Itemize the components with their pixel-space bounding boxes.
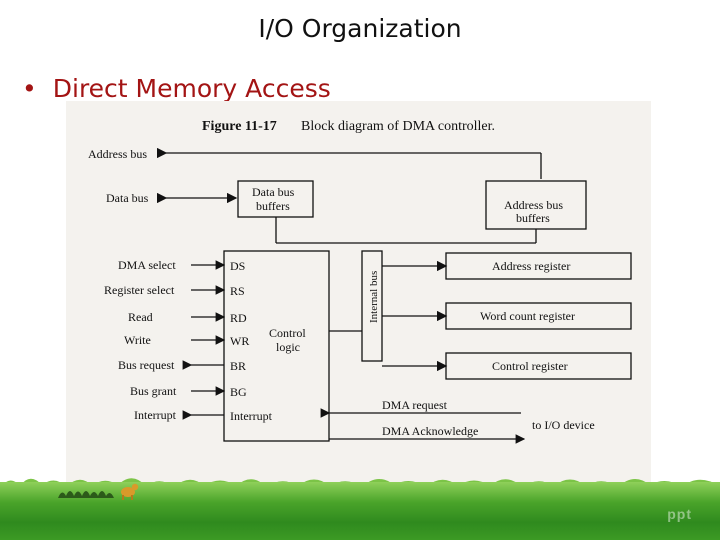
internal-bus-bar <box>361 250 383 362</box>
figure-caption-text: Block diagram of DMA controller. <box>301 119 495 134</box>
data-bus-buffers-label-2: buffers <box>256 199 290 213</box>
pin-interrupt: Interrupt <box>230 409 273 423</box>
pin-ds: DS <box>230 259 245 273</box>
signal-data-bus: Data bus <box>106 191 149 205</box>
signal-bus-grant: Bus grant <box>130 384 177 398</box>
to-io-device-label: to I/O device <box>532 418 595 432</box>
signal-dma-select: DMA select <box>118 258 176 272</box>
data-bus-buffers-label-1: Data bus <box>252 185 295 199</box>
internal-bus-label: Internal bus <box>368 271 380 323</box>
figure-caption-number: Figure 11-17 <box>202 119 277 134</box>
signal-address-bus: Address bus <box>88 147 147 161</box>
corner-watermark: ppt <box>667 506 692 522</box>
signal-read: Read <box>128 310 153 324</box>
pin-rd: RD <box>230 311 247 325</box>
bullet-text: Direct Memory Access <box>52 74 331 103</box>
bullet-item: • Direct Memory Access <box>22 74 331 103</box>
control-logic-box <box>223 250 330 442</box>
dma-request-label: DMA request <box>382 398 448 412</box>
control-register-label: Control register <box>492 359 568 373</box>
bullet-dot: • <box>22 74 37 103</box>
pin-wr: WR <box>230 334 249 348</box>
control-logic-label-2: logic <box>276 340 300 354</box>
dma-acknowledge-label: DMA Acknowledge <box>382 424 478 438</box>
pin-br: BR <box>230 359 246 373</box>
signal-interrupt: Interrupt <box>134 408 177 422</box>
slide-title: I/O Organization <box>258 14 462 43</box>
address-bus-buffers-label-2: buffers <box>516 211 550 225</box>
signal-bus-request: Bus request <box>118 358 175 372</box>
pin-rs: RS <box>230 284 245 298</box>
address-bus-buffers-label-1: Address bus <box>504 198 563 212</box>
tree-dog-logo <box>58 483 139 500</box>
grass-footer <box>0 482 720 540</box>
pin-bg: BG <box>230 385 247 399</box>
word-count-register-label: Word count register <box>480 309 575 323</box>
address-register-label: Address register <box>492 259 570 273</box>
dma-block-diagram: Figure 11-17 Block diagram of DMA contro… <box>66 101 651 486</box>
signal-write: Write <box>124 333 151 347</box>
signal-register-select: Register select <box>104 283 175 297</box>
control-logic-label-1: Control <box>269 326 306 340</box>
diagram-canvas: Figure 11-17 Block diagram of DMA contro… <box>88 119 632 444</box>
